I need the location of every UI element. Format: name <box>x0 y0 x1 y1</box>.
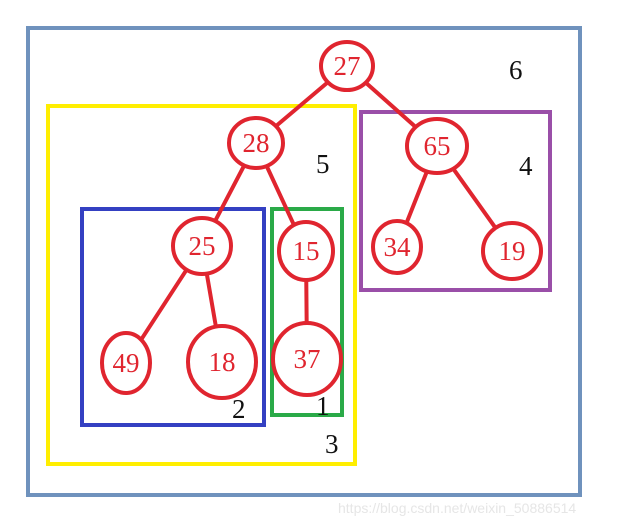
edge-65-34 <box>404 169 429 226</box>
node-label: 28 <box>243 128 270 158</box>
node-label: 37 <box>294 344 321 374</box>
node-label: 34 <box>384 232 412 262</box>
purple-box <box>359 110 552 292</box>
label-yellow: 5 <box>316 149 330 179</box>
node-18: 18 <box>186 324 258 400</box>
watermark: https://blog.csdn.net/weixin_50886514 <box>338 500 576 516</box>
outer-box <box>26 26 582 497</box>
node-25: 25 <box>171 216 233 276</box>
node-circle <box>277 220 335 282</box>
node-label: 15 <box>293 236 320 266</box>
green-box <box>270 207 344 417</box>
label-blue: 2 <box>232 394 246 424</box>
node-circle <box>405 117 469 175</box>
node-circle <box>371 219 423 275</box>
node-circle <box>319 40 375 92</box>
yellow-box <box>46 104 357 466</box>
node-49: 49 <box>100 331 152 395</box>
node-label: 49 <box>113 348 140 378</box>
node-27: 27 <box>319 40 375 92</box>
edge-25-49 <box>139 267 189 342</box>
edge-28-15 <box>264 163 296 228</box>
label-green: 1 <box>316 391 330 421</box>
edge-27-65 <box>363 80 418 130</box>
node-circle <box>481 221 543 281</box>
edge-27-28 <box>273 80 330 129</box>
node-label: 27 <box>334 51 361 81</box>
edges <box>139 80 498 342</box>
node-19: 19 <box>481 221 543 281</box>
node-circle <box>171 216 233 276</box>
node-28: 28 <box>227 116 285 170</box>
node-label: 65 <box>424 131 451 161</box>
node-15: 15 <box>277 220 335 282</box>
edge-25-18 <box>204 271 218 329</box>
node-label: 18 <box>209 347 236 377</box>
node-circle <box>100 331 152 395</box>
node-label: 19 <box>499 236 526 266</box>
blue-box <box>80 207 266 427</box>
node-circle <box>186 324 258 400</box>
node-label: 25 <box>189 231 216 261</box>
edge-65-19 <box>451 166 498 230</box>
node-37: 37 <box>271 321 343 397</box>
label-outer: 6 <box>509 55 523 85</box>
label-yellow-bottom: 3 <box>325 429 339 459</box>
node-circle <box>271 321 343 397</box>
node-circle <box>227 116 285 170</box>
edge-28-25 <box>213 163 247 224</box>
node-65: 65 <box>405 117 469 175</box>
label-purple: 4 <box>519 151 533 181</box>
node-34: 34 <box>371 219 423 275</box>
